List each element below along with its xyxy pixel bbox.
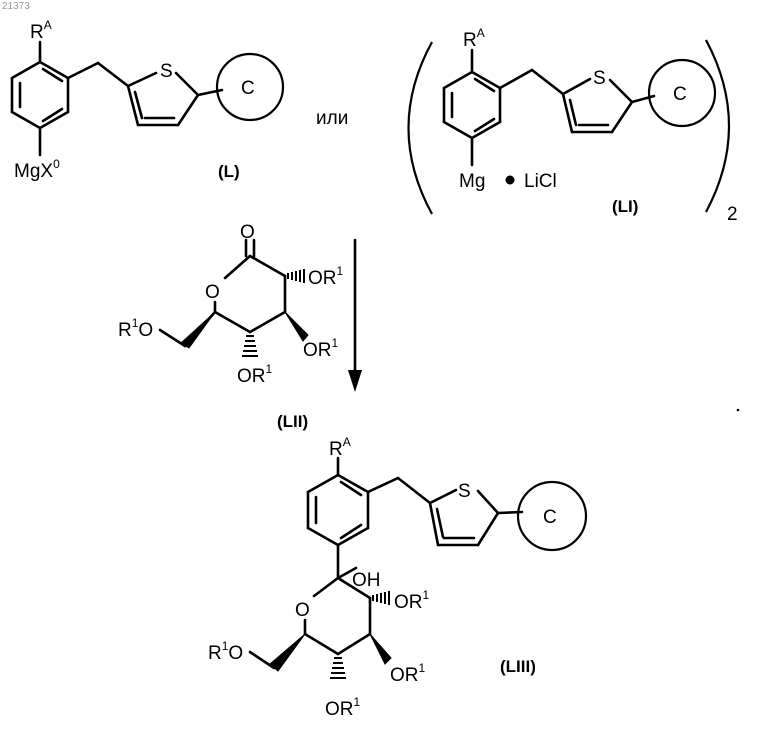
ra-label: RA	[329, 435, 351, 460]
mg-label: Mg	[459, 171, 485, 192]
arrow-head-icon	[348, 370, 362, 392]
or1-label: OR1	[325, 695, 361, 720]
carbonyl-oxygen-label: O	[240, 222, 255, 243]
compound-L: C S RA MgX0 (L)	[12, 18, 283, 182]
wedge-bond-or1-b	[285, 312, 308, 341]
licl-label: LiCl	[524, 171, 557, 192]
hashed-bond-or1-c	[330, 658, 346, 678]
left-parenthesis	[409, 42, 433, 214]
compound-LI-label: (LI)	[612, 197, 638, 216]
or1-label: OR1	[303, 336, 339, 361]
wedge-bond-or1-b	[370, 634, 391, 664]
compound-L-bonds	[12, 42, 222, 155]
dimer-subscript: 2	[727, 204, 738, 225]
ring-oxygen-label: O	[205, 282, 220, 303]
hashed-bond-or1-c	[242, 336, 258, 356]
or-connector: или	[316, 108, 348, 129]
wedge-bond-ch2	[181, 312, 215, 348]
ra-label: RA	[30, 18, 52, 43]
ring-c-label: C	[543, 507, 557, 528]
ring-c-label: C	[673, 84, 687, 105]
wedge-bond-ch2	[270, 634, 305, 671]
bullet-dot-icon	[506, 176, 515, 185]
scan-speck	[737, 409, 740, 412]
compound-LII: O O OR1 OR1 OR1 R1O (LII)	[118, 222, 344, 431]
ra-label: RA	[463, 26, 485, 51]
r1o-label: R1O	[118, 316, 153, 341]
compound-LII-bonds	[160, 240, 285, 346]
hashed-bond-or1-a	[373, 591, 389, 605]
hashed-bond-or1-a	[288, 269, 304, 283]
or1-label: OR1	[308, 264, 344, 289]
sulfur-label: S	[160, 61, 173, 82]
compound-LII-label: (LII)	[277, 412, 308, 431]
compound-L-label: (L)	[218, 162, 240, 181]
sulfur-label: S	[458, 481, 471, 502]
hydroxyl-label: OH	[352, 570, 381, 591]
compound-LIII-bonds	[250, 458, 522, 668]
ring-c-label: C	[241, 78, 255, 99]
compound-LIII-label: (LIII)	[500, 657, 536, 676]
compound-LI: C S RA Mg LiCl (LI) 2	[409, 26, 738, 225]
or1-label: OR1	[390, 661, 426, 686]
sulfur-label: S	[593, 68, 606, 89]
compound-LI-bonds	[444, 50, 654, 165]
compound-LIII: C S RA OH O OR1 OR1 OR1	[208, 435, 586, 720]
ring-oxygen-label: O	[295, 600, 310, 621]
r1o-label: R1O	[208, 639, 243, 664]
document-id: 21373	[2, 1, 30, 12]
mgx0-label: MgX0	[14, 157, 60, 182]
or1-label: OR1	[394, 588, 430, 613]
reaction-arrow	[348, 240, 362, 392]
right-parenthesis	[706, 40, 729, 212]
or1-label: OR1	[237, 362, 273, 387]
